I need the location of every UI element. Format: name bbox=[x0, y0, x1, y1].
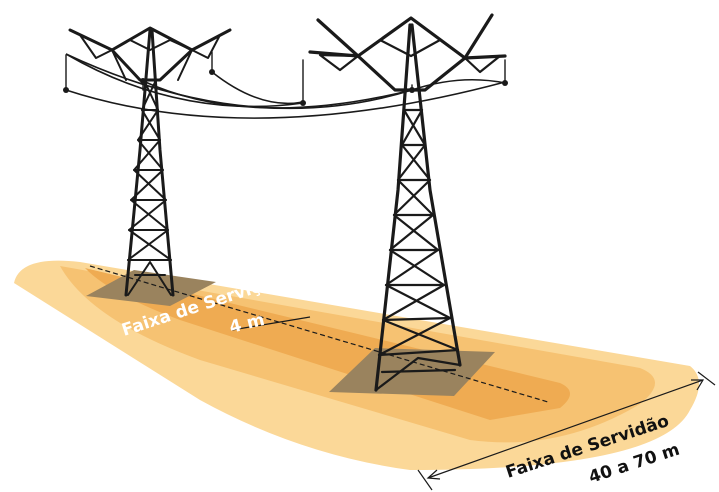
double-arrow-icon bbox=[427, 379, 704, 479]
insulator-icon bbox=[140, 78, 146, 84]
easement-dimension bbox=[417, 371, 716, 491]
insulator-icon bbox=[300, 100, 306, 106]
insulator-icon bbox=[63, 87, 69, 93]
insulator-icon bbox=[502, 80, 508, 86]
service-width-marker bbox=[231, 316, 311, 331]
insulators bbox=[63, 69, 508, 106]
tower-base-left bbox=[86, 270, 216, 306]
insulator-icon bbox=[409, 87, 415, 93]
insulator-icon bbox=[209, 69, 215, 75]
power-cables bbox=[65, 53, 506, 119]
tower-right bbox=[302, 13, 507, 392]
tower-left bbox=[65, 26, 232, 297]
